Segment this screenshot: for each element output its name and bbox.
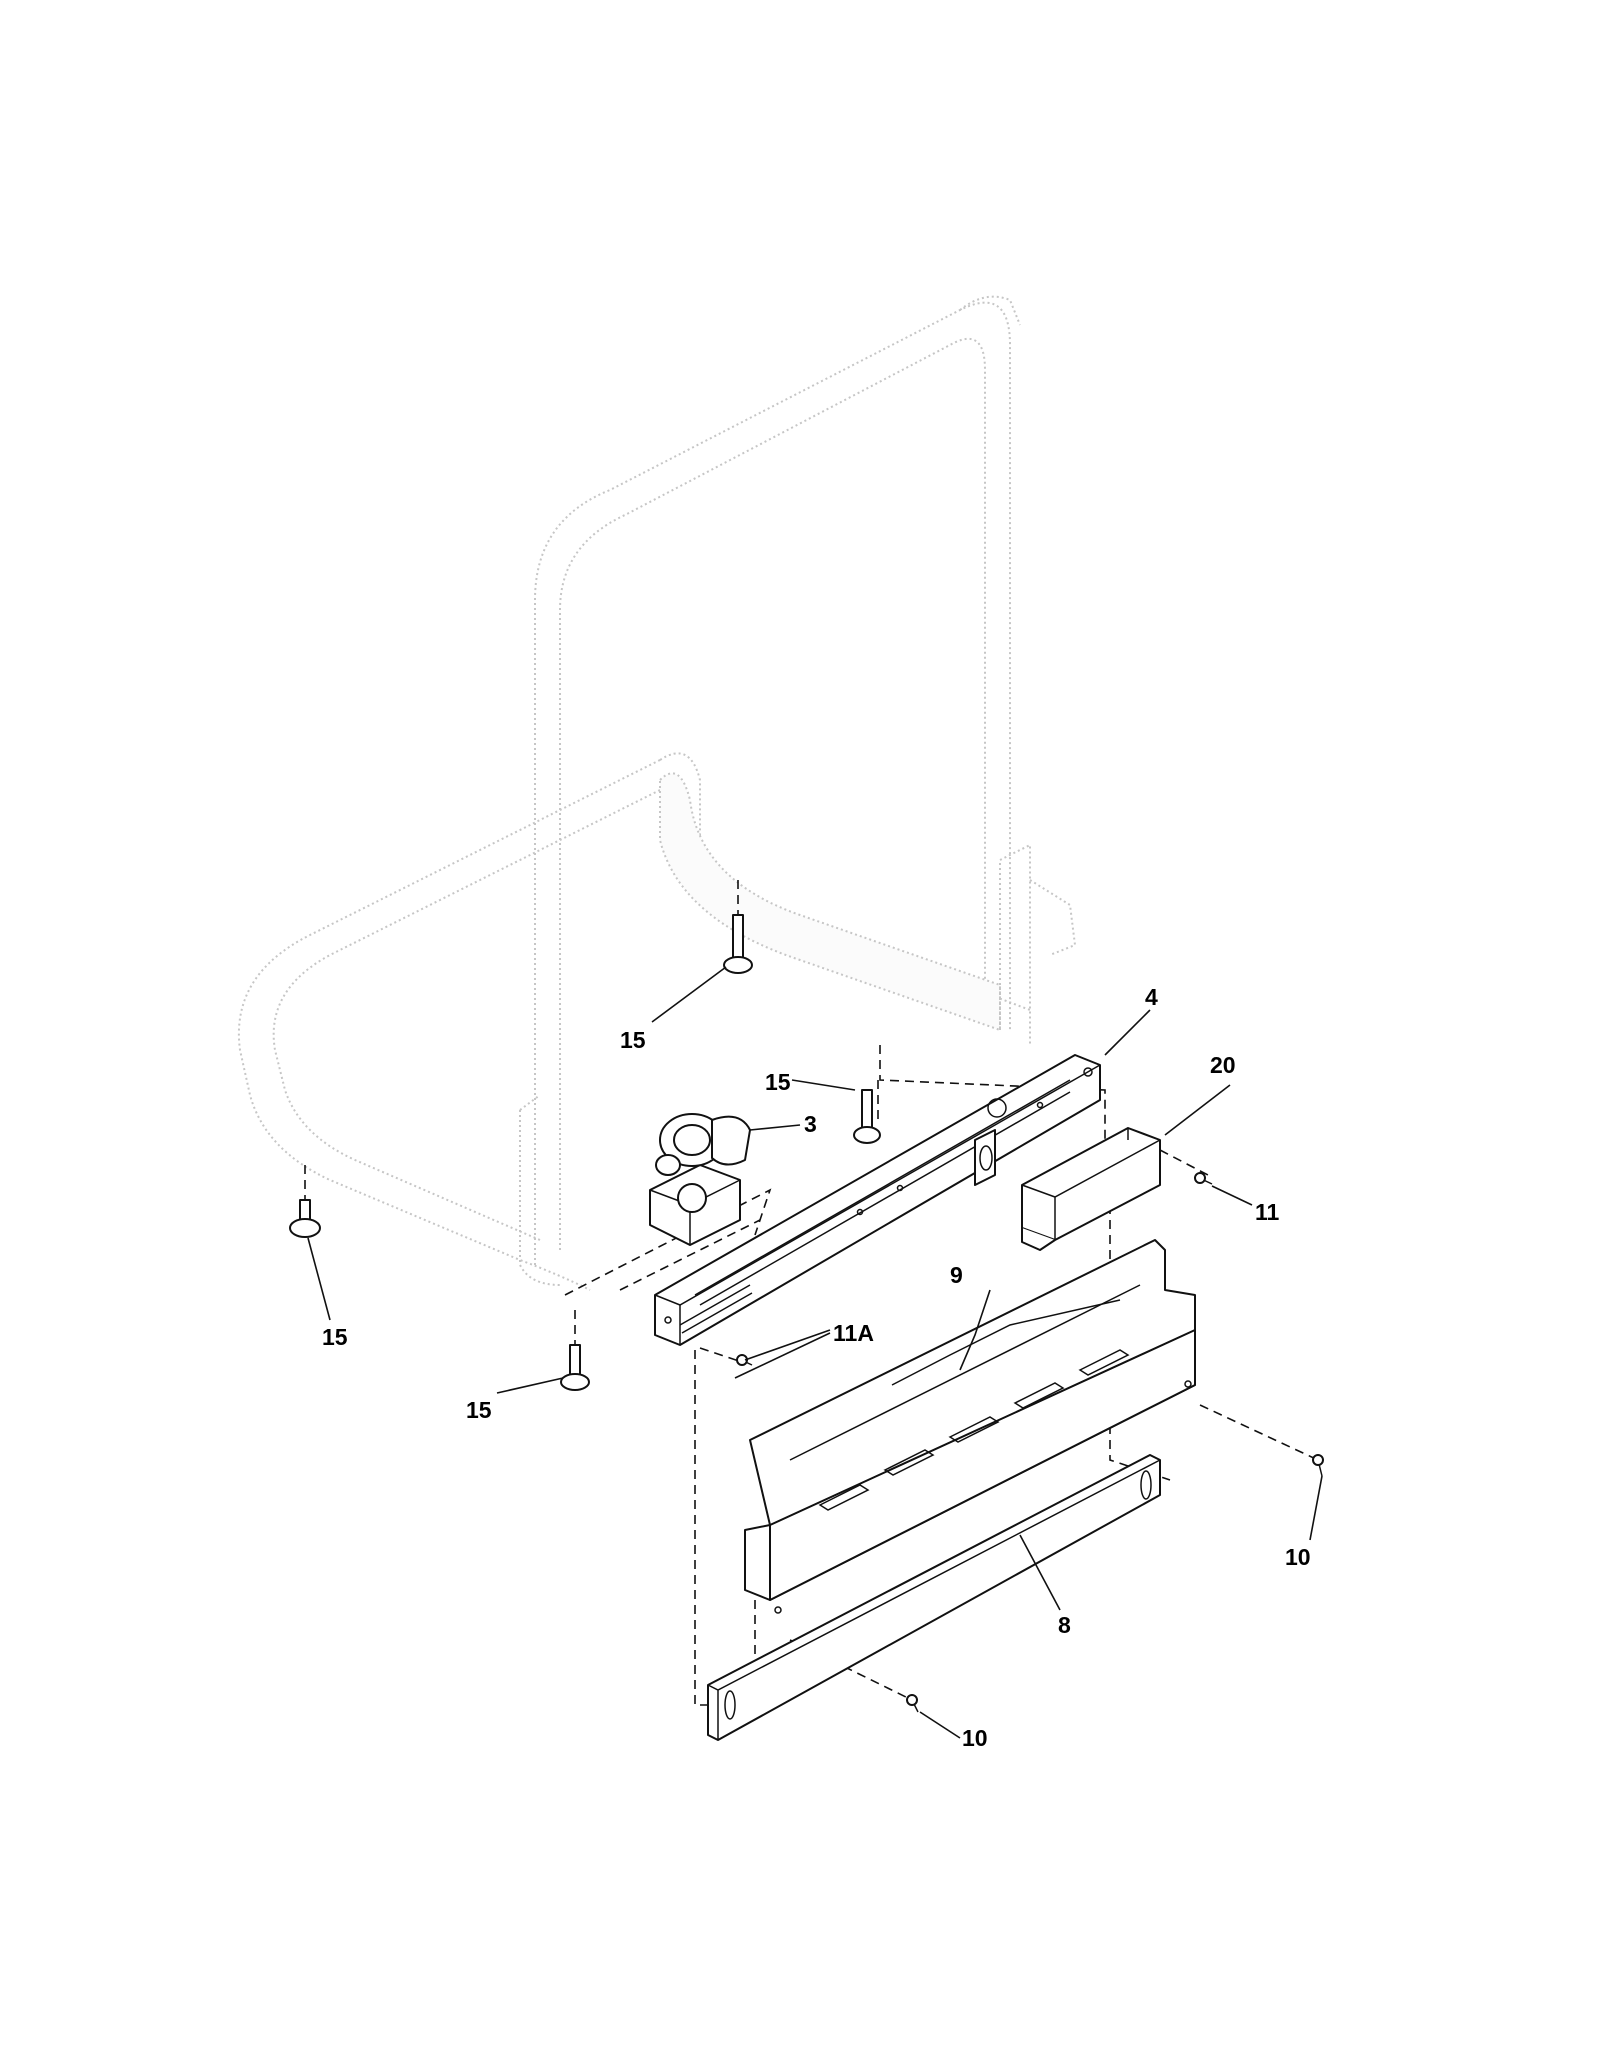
callout-8: 8 [1058, 1612, 1071, 1638]
screw-10-upper [1312, 1454, 1324, 1477]
callout-15-left: 15 [322, 1324, 348, 1350]
kick-panel-part-9 [744, 1239, 1196, 1601]
screw-11 [1194, 1172, 1213, 1185]
callout-10-right: 10 [1285, 1544, 1311, 1570]
leveling-leg-4 [560, 1344, 590, 1391]
callout-3: 3 [804, 1111, 817, 1137]
callout-4: 4 [1145, 984, 1158, 1010]
screw-11a [736, 1354, 753, 1366]
callout-11a: 11A [833, 1320, 874, 1346]
bracket-rail-part-4 [654, 1054, 1101, 1346]
callout-labels: 4 20 3 11 9 11A 15 15 15 15 10 10 8 [322, 984, 1311, 1751]
callout-10-bottom: 10 [962, 1725, 988, 1751]
callout-20: 20 [1210, 1052, 1236, 1078]
leader-lines [307, 966, 1323, 1739]
leveling-leg-2 [853, 1089, 881, 1144]
callout-11: 11 [1255, 1199, 1280, 1225]
callout-15-top: 15 [620, 1027, 646, 1053]
tub-frame-ghost [237, 295, 1077, 1291]
callout-15-bottom: 15 [466, 1397, 492, 1423]
leveling-leg-1 [723, 914, 753, 974]
kick-plate-part-8 [707, 1454, 1161, 1741]
screw-10-lower [906, 1694, 919, 1713]
callout-9: 9 [950, 1262, 963, 1288]
callout-15-middle: 15 [765, 1069, 791, 1095]
leveling-leg-3 [289, 1199, 321, 1238]
water-valve-part-3 [649, 1113, 751, 1246]
junction-cover-part-20 [1021, 1127, 1161, 1251]
